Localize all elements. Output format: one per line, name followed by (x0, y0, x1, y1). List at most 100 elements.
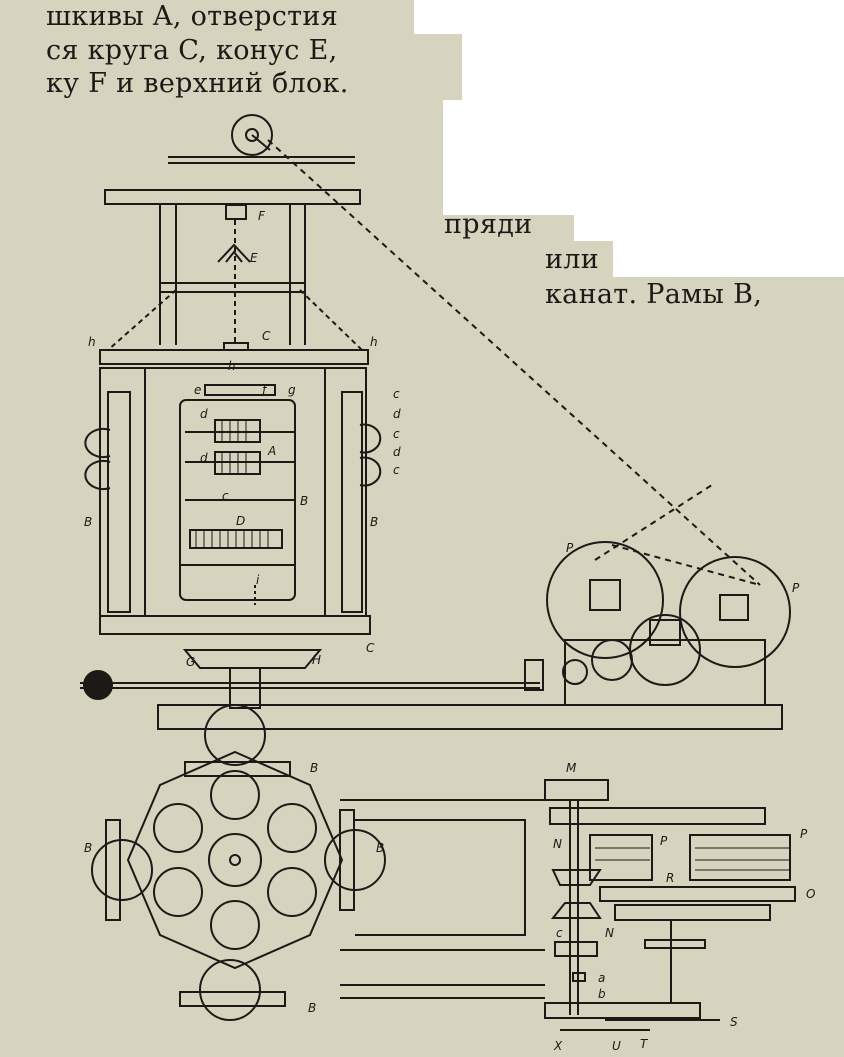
coil-D (180, 529, 295, 566)
label-d: d (393, 445, 401, 459)
label-B: B (300, 494, 308, 508)
pulley-P-left (546, 541, 664, 659)
spindle-A (185, 419, 295, 501)
shaft (80, 682, 540, 689)
label-f: f (262, 383, 268, 397)
pulley-plan (644, 939, 706, 949)
text-line: канат. Рамы B, (545, 279, 763, 310)
label-N: N (553, 837, 562, 851)
label-B: B (84, 515, 92, 529)
drum-grooves (595, 847, 790, 871)
bevel-gear-N-bottom (550, 902, 602, 919)
text-line: шкивы A, отверстия (46, 1, 339, 32)
bevel-gear-N-top (551, 869, 602, 886)
blank-region (613, 241, 844, 277)
crossbar (159, 282, 306, 293)
rope-line-long (267, 139, 761, 586)
plan-wheel (126, 750, 344, 970)
part-M (544, 779, 609, 801)
frame-posts (144, 368, 326, 616)
bracket-c (554, 941, 598, 957)
plan-rails (340, 984, 545, 999)
upper-bar (549, 807, 766, 825)
top-plate (104, 189, 361, 205)
label-S: S (730, 1015, 738, 1029)
top-pulley (231, 114, 273, 156)
label-B: B (308, 1001, 316, 1015)
label-T: T (640, 1037, 649, 1051)
text-line: ку F и верхний блок. (46, 68, 349, 99)
right-loops (359, 423, 382, 487)
bearing-block (589, 579, 621, 611)
label-a: a (598, 971, 605, 985)
label-G: G (186, 655, 195, 669)
label-A: A (267, 444, 276, 458)
label-h: h (88, 335, 96, 349)
label-C: C (366, 641, 375, 655)
label-P: P (800, 827, 808, 841)
label-E: E (250, 251, 258, 265)
label-M: M (566, 761, 577, 775)
label-U: U (612, 1039, 621, 1053)
label-c: c (393, 427, 400, 441)
blank-region (462, 34, 844, 100)
left-bobbin-B (107, 391, 131, 613)
label-P: P (660, 834, 668, 848)
bottom-bar (544, 1002, 701, 1019)
pulley-middle (629, 614, 701, 686)
part-F (225, 204, 247, 220)
label-i: i (256, 573, 260, 587)
label-g: g (288, 383, 296, 397)
label-C: C (262, 329, 271, 343)
blank-region (574, 215, 844, 241)
bearing-block (649, 619, 681, 646)
label-c: c (393, 387, 400, 401)
pulley-small (591, 639, 633, 681)
label-e: e (194, 383, 201, 397)
part-ef (204, 384, 276, 396)
label-c: c (556, 926, 563, 940)
label-d: d (393, 407, 401, 421)
label-X: X (553, 1039, 563, 1053)
outer-frame (99, 367, 367, 617)
bevel-gear-GH (182, 649, 323, 669)
label-R: R (666, 871, 674, 885)
belt-lines (594, 482, 761, 586)
label-D: D (236, 514, 245, 528)
blank-region (443, 100, 844, 215)
left-loops (84, 428, 111, 490)
label-d: d (200, 451, 208, 465)
gear-bracket (229, 667, 261, 709)
label-b: b (598, 987, 606, 1001)
columns (159, 204, 306, 345)
bar-O (599, 886, 796, 902)
label-P: P (792, 581, 800, 595)
part-C (223, 342, 249, 351)
label-d: d (200, 407, 208, 421)
counterweight-ball (83, 670, 113, 700)
label-P: P (566, 541, 574, 555)
bearing (524, 659, 544, 691)
base-frame (157, 704, 783, 730)
label-B: B (84, 841, 92, 855)
label-B: B (376, 841, 384, 855)
text-line: или (545, 244, 600, 275)
label-B: B (310, 761, 318, 775)
top-beam (168, 156, 355, 164)
lower-bar (614, 904, 771, 921)
small-wheel (562, 659, 588, 685)
label-H: H (312, 653, 321, 667)
pulley-P-right (679, 556, 791, 668)
vertical-shaft (569, 800, 579, 1015)
text-line: пряди (444, 209, 533, 240)
plan-bobbins-B (91, 704, 386, 1021)
part-a (572, 972, 586, 982)
label-B: B (370, 515, 378, 529)
levers-S-X (560, 1019, 720, 1031)
label-c: c (222, 489, 229, 503)
plan-frame (340, 799, 545, 951)
right-bobbin-B (341, 391, 363, 613)
label-F: F (258, 209, 266, 223)
label-N: N (605, 926, 614, 940)
